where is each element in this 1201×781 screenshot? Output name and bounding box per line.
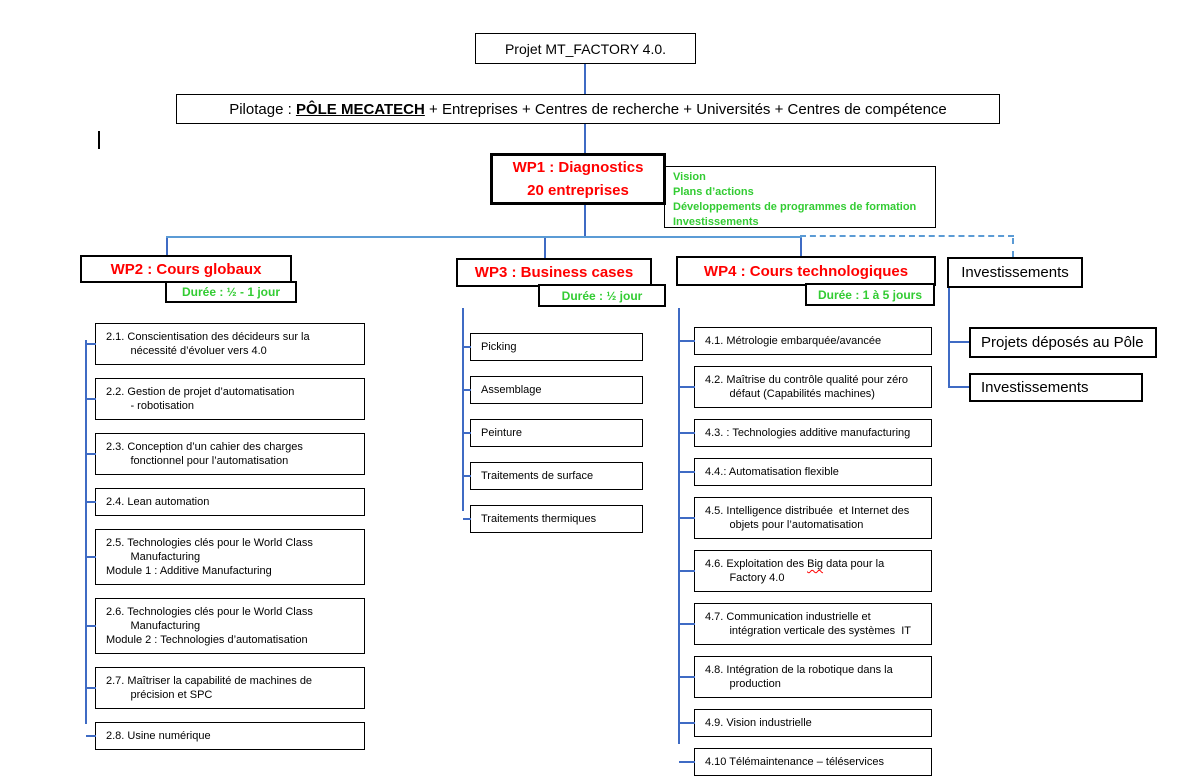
course-item-box: Picking (463, 333, 643, 361)
course-item-box: 2.5. Technologies clés pour le World Cla… (86, 529, 365, 585)
course-item-box: 4.5. Intelligence distribuée et Internet… (679, 497, 932, 539)
course-item-box: 2.3. Conception d’un cahier des charges … (86, 433, 365, 475)
connector-stub-investissements (950, 386, 969, 388)
course-item-box: 4.8. Intégration de la robotique dans la… (679, 656, 932, 698)
course-item-box: 4.3. : Technologies additive manufacturi… (679, 419, 932, 447)
course-item-box: 4.9. Vision industrielle (679, 709, 932, 737)
wp3-title: WP3 : Business cases (474, 264, 634, 281)
investissements-item-box: Investissements (969, 373, 1143, 402)
course-item-box: 2.6. Technologies clés pour le World Cla… (86, 598, 365, 654)
course-item-box: 2.4. Lean automation (86, 488, 365, 516)
pilotage-prefix: Pilotage : (229, 100, 296, 118)
wp4-header-box: WP4 : Cours technologiques (676, 256, 936, 286)
wp1-note-vision: Vision (673, 171, 706, 183)
course-item-box: 4.10 Télémaintenance – téléservices (679, 748, 932, 776)
course-item-box: 4.4.: Automatisation flexible (679, 458, 932, 486)
investissements-item-label: Investissements (981, 379, 1089, 396)
project-title: Projet MT_FACTORY 4.0. (504, 40, 667, 57)
connector-drop-wp3 (544, 238, 546, 259)
wp3-duration: Durée : ½ jour (561, 288, 643, 303)
connector-column-wp3 (462, 308, 464, 511)
course-item-box: Traitements thermiques (463, 505, 643, 533)
wp4-duration-box: Durée : 1 à 5 jours (805, 283, 935, 306)
wp1-title-line1: WP1 : Diagnostics (512, 159, 644, 176)
investissements-title: Investissements (961, 264, 1069, 281)
course-item-box: Assemblage (463, 376, 643, 404)
course-item-box: 4.1. Métrologie embarquée/avancée (679, 327, 932, 355)
investissements-header-box: Investissements (947, 257, 1083, 288)
connector-drop-wp4 (800, 238, 802, 256)
course-item-box: 2.8. Usine numérique (86, 722, 365, 750)
wp1-notes-box: Vision Plans d’actions Développements de… (664, 166, 936, 228)
projets-deposes-label: Projets déposés au Pôle (981, 334, 1144, 351)
wp4-items-column: 4.1. Métrologie embarquée/avancée 4.2. Ma… (679, 327, 932, 781)
wp1-title-line2: 20 entreprises (527, 182, 629, 199)
wp1-note-investissements: Investissements (673, 216, 759, 228)
course-item-box: Traitements de surface (463, 462, 643, 490)
course-item-box: 2.2. Gestion de projet d’automatisation … (86, 378, 365, 420)
course-item-box: 2.1. Conscientisation des décideurs sur … (86, 323, 365, 365)
wp1-note-developpements: Développements de programmes de formatio… (673, 201, 917, 213)
wp2-duration: Durée : ½ - 1 jour (181, 285, 281, 299)
connector-pilotage-wp1 (584, 124, 586, 154)
wp2-items-column: 2.1. Conscientisation des décideurs sur … (86, 323, 365, 763)
connector-dashed-drop-investissements (1012, 238, 1014, 257)
course-item-box: 2.7. Maîtriser la capabilité de machines… (86, 667, 365, 709)
connector-stub-projets (950, 341, 969, 343)
connector-drop-wp2 (166, 238, 168, 256)
pilotage-box: Pilotage : PÔLE MECATECH + Entreprises +… (176, 94, 1000, 124)
wp4-title: WP4 : Cours technologiques (703, 262, 909, 280)
wp1-note-plans: Plans d’actions (673, 186, 754, 198)
connector-dashed-horizontal (800, 235, 1014, 237)
connector-column-investissements (948, 287, 950, 388)
project-title-box: Projet MT_FACTORY 4.0. (475, 33, 696, 64)
projets-deposes-box: Projets déposés au Pôle (969, 327, 1157, 358)
wp2-duration-box: Durée : ½ - 1 jour (165, 281, 297, 303)
course-item-box: 4.6. Exploitation des Big data pour la F… (679, 550, 932, 592)
connector-wp1-trunk (584, 205, 586, 237)
wp3-duration-box: Durée : ½ jour (538, 284, 666, 307)
text-cursor-artifact (98, 131, 100, 149)
connector-column-wp2 (85, 340, 87, 724)
connector-column-wp4 (678, 308, 680, 744)
wp4-duration: Durée : 1 à 5 jours (817, 287, 923, 302)
wp2-header-box: WP2 : Cours globaux (80, 255, 292, 283)
course-item-box: 4.7. Communication industrielle et intég… (679, 603, 932, 645)
pilotage-pole-mecatech: PÔLE MECATECH (295, 100, 425, 118)
pilotage-suffix: + Entreprises + Centres de recherche + U… (424, 100, 947, 118)
connector-main-horizontal (166, 236, 802, 238)
course-item-box: 4.2. Maîtrise du contrôle qualité pour z… (679, 366, 932, 408)
course-item-box: Peinture (463, 419, 643, 447)
misspelled-word: Big (807, 558, 824, 570)
connector-projet-pilotage (584, 64, 586, 94)
wp1-header-box: WP1 : Diagnostics 20 entreprises (490, 153, 666, 205)
wp2-title: WP2 : Cours globaux (110, 260, 262, 278)
wp3-header-box: WP3 : Business cases (456, 258, 652, 287)
